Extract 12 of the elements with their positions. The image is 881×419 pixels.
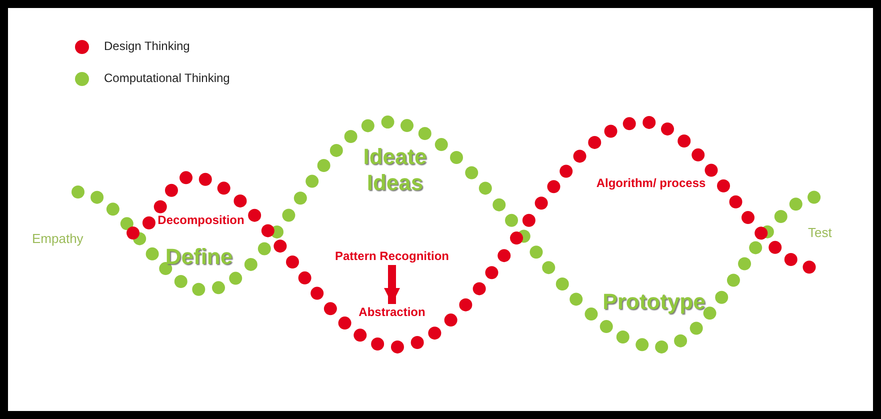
legend-label: Design Thinking — [104, 39, 190, 53]
stage-label: Prototype — [602, 289, 706, 315]
step-label: Abstraction — [358, 305, 426, 319]
legend-label: Computational Thinking — [104, 71, 230, 85]
stage-label: Empathy — [32, 231, 84, 246]
step-label: Pattern Recognition — [335, 249, 449, 263]
step-label: Algorithm/ process — [596, 176, 706, 190]
step-label: Decomposition — [158, 213, 244, 227]
arrow — [384, 265, 400, 304]
stage-label: Ideate Ideas — [362, 144, 428, 196]
stage-label: Test — [808, 225, 832, 240]
stage-label: Define — [165, 244, 233, 270]
